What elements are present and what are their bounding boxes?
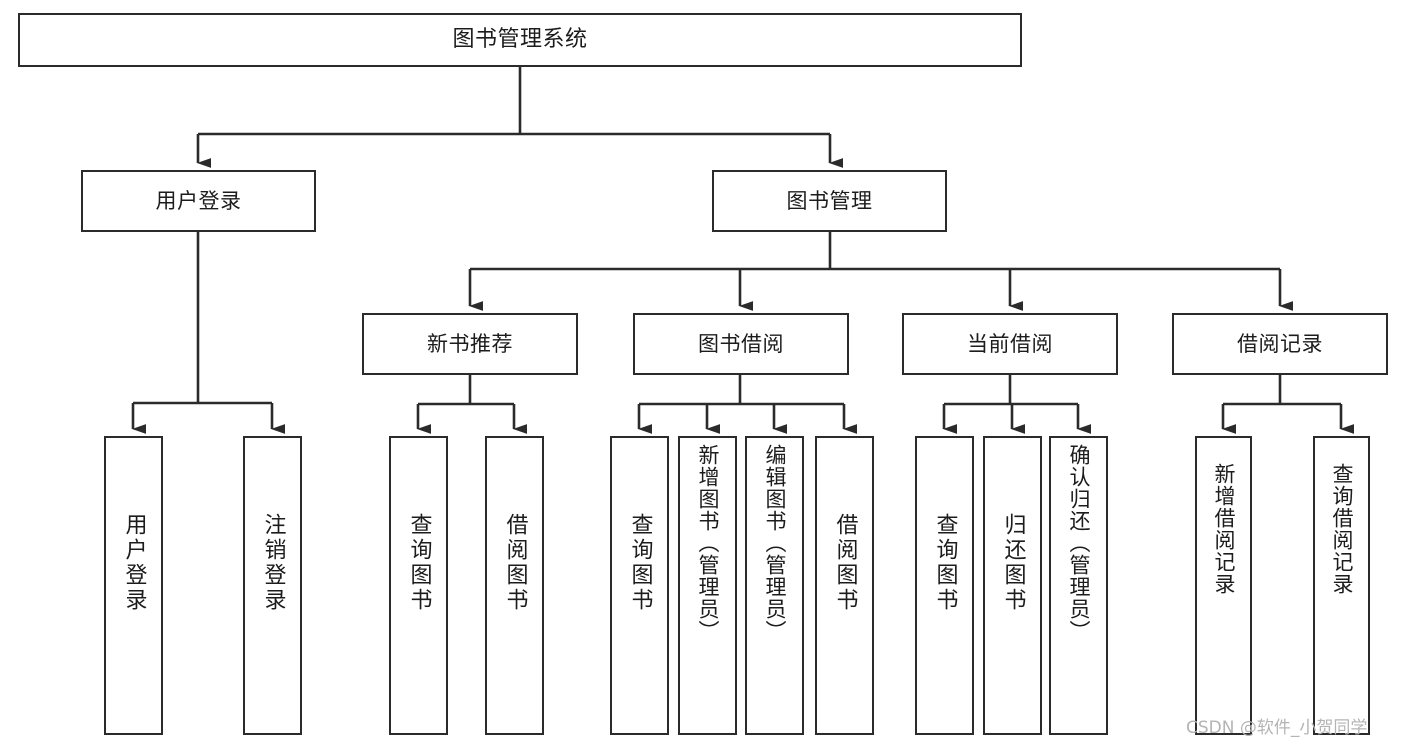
node-leaf-edit-book[interactable]: 编辑图书（管理员） — [745, 436, 804, 735]
csdn-watermark: CSDN @软件_小贺同学 — [1186, 718, 1368, 738]
node-new-book-recommend[interactable]: 新书推荐 — [362, 313, 578, 375]
node-user-login[interactable]: 用户登录 — [81, 170, 316, 232]
node-leaf-borrow-book-1[interactable]: 借阅图书 — [485, 436, 544, 735]
node-label: 归还图书 — [1000, 513, 1026, 613]
node-label: 新书推荐 — [427, 331, 513, 356]
node-label: 图书管理 — [786, 188, 873, 213]
node-label: 注销登录 — [260, 513, 286, 613]
node-current-borrow[interactable]: 当前借阅 — [902, 313, 1118, 375]
node-leaf-query-book-3[interactable]: 查询图书 — [915, 436, 974, 735]
node-label: 用户登录 — [121, 513, 147, 613]
node-leaf-logout-login[interactable]: 注销登录 — [243, 436, 302, 735]
node-label: 确认归还（管理员） — [1067, 444, 1091, 642]
node-label: 用户登录 — [155, 188, 242, 213]
node-label: 查询图书 — [932, 513, 958, 613]
node-label: 查询借阅记录 — [1330, 463, 1354, 595]
node-label: 借阅记录 — [1237, 331, 1323, 356]
node-borrow-record[interactable]: 借阅记录 — [1172, 313, 1388, 375]
node-label: 当前借阅 — [967, 331, 1053, 356]
node-label: 图书借阅 — [698, 331, 784, 356]
node-leaf-query-book-2[interactable]: 查询图书 — [610, 436, 669, 735]
node-label: 编辑图书（管理员） — [763, 444, 787, 642]
node-leaf-confirm-return[interactable]: 确认归还（管理员） — [1049, 436, 1108, 735]
node-label: 查询图书 — [406, 513, 432, 613]
node-book-borrow[interactable]: 图书借阅 — [633, 313, 849, 375]
node-leaf-add-book[interactable]: 新增图书（管理员） — [678, 436, 737, 735]
node-leaf-query-book-1[interactable]: 查询图书 — [389, 436, 448, 735]
node-label: 新增图书（管理员） — [696, 444, 720, 642]
node-label: 查询图书 — [627, 513, 653, 613]
node-leaf-query-record[interactable]: 查询借阅记录 — [1313, 436, 1370, 735]
node-leaf-user-login[interactable]: 用户登录 — [104, 436, 163, 735]
node-root-system[interactable]: 图书管理系统 — [18, 13, 1022, 67]
node-leaf-return-book[interactable]: 归还图书 — [983, 436, 1042, 735]
node-leaf-borrow-book-2[interactable]: 借阅图书 — [815, 436, 874, 735]
node-label: 图书管理系统 — [452, 27, 588, 53]
node-label: 借阅图书 — [502, 513, 528, 613]
node-label: 新增借阅记录 — [1212, 463, 1236, 595]
node-label: 借阅图书 — [832, 513, 858, 613]
node-leaf-add-record[interactable]: 新增借阅记录 — [1195, 436, 1252, 735]
node-book-manage[interactable]: 图书管理 — [712, 170, 947, 232]
